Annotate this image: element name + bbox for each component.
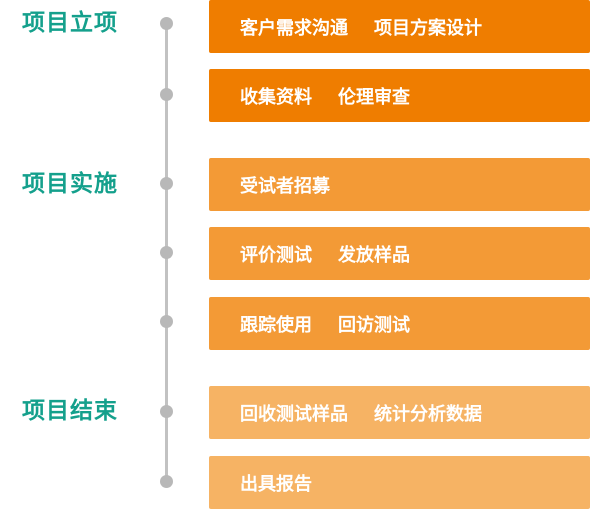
- step-text: 跟踪使用: [240, 314, 312, 336]
- step-text: 发放样品: [338, 244, 410, 266]
- step-text: 回访测试: [338, 314, 410, 336]
- step-text: 评价测试: [240, 244, 312, 266]
- timeline-dot: [160, 177, 173, 190]
- step-recruit-subjects: 受试者招募: [209, 158, 590, 211]
- phase-label-initiation: 项目立项: [22, 10, 118, 36]
- step-requirements-design: 客户需求沟通 项目方案设计: [209, 0, 590, 53]
- step-track-revisit: 跟踪使用 回访测试: [209, 297, 590, 350]
- step-test-samples: 评价测试 发放样品: [209, 227, 590, 280]
- step-text: 项目方案设计: [374, 17, 482, 39]
- step-report: 出具报告: [209, 456, 590, 509]
- timeline-dot: [160, 315, 173, 328]
- timeline-dot: [160, 405, 173, 418]
- timeline-dot: [160, 475, 173, 488]
- step-data-ethics: 收集资料 伦理审查: [209, 69, 590, 122]
- step-text: 伦理审查: [338, 86, 410, 108]
- step-text: 出具报告: [240, 473, 312, 495]
- timeline-dot: [160, 17, 173, 30]
- step-text: 回收测试样品: [240, 403, 348, 425]
- step-text: 收集资料: [240, 86, 312, 108]
- step-collect-analyze: 回收测试样品 统计分析数据: [209, 386, 590, 439]
- step-text: 受试者招募: [240, 175, 330, 197]
- step-text: 客户需求沟通: [240, 17, 348, 39]
- phase-label-implementation: 项目实施: [22, 171, 118, 197]
- timeline-dot: [160, 246, 173, 259]
- phase-label-closing: 项目结束: [22, 398, 118, 424]
- timeline-dot: [160, 88, 173, 101]
- step-text: 统计分析数据: [374, 403, 482, 425]
